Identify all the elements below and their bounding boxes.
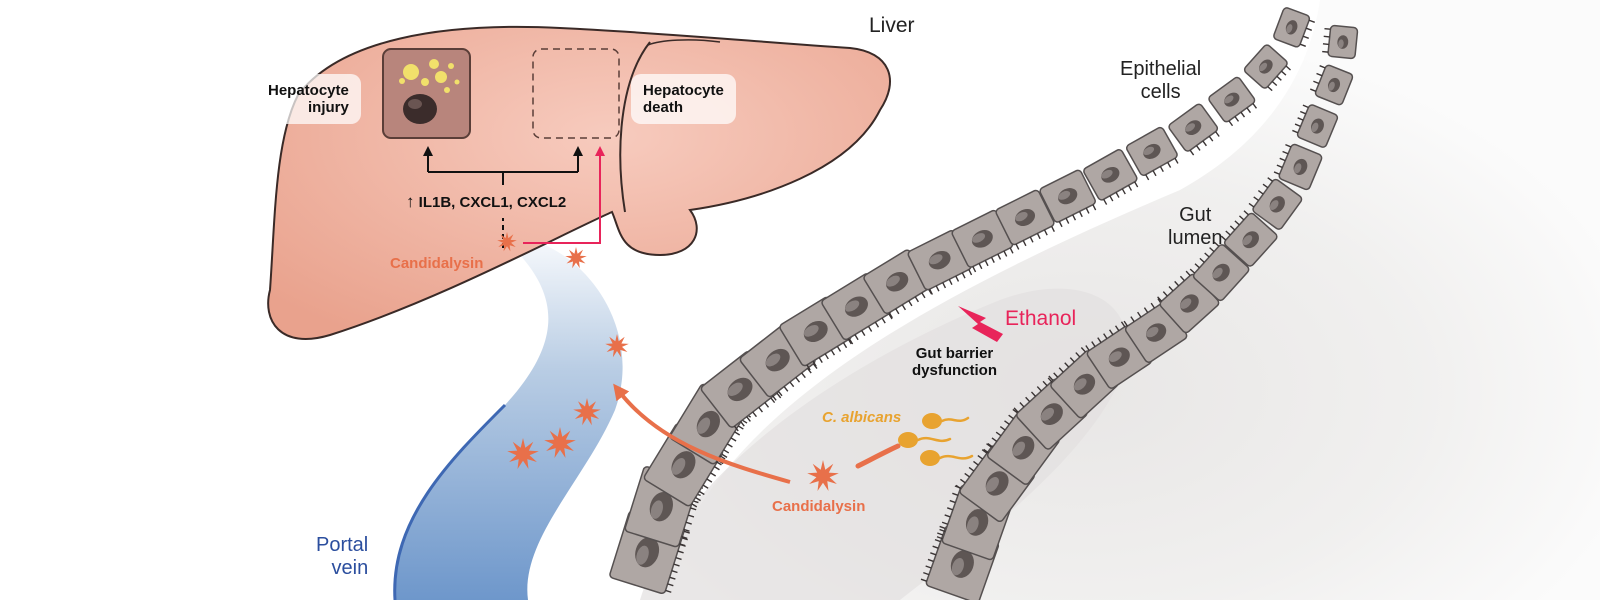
candidalysin-molecules bbox=[497, 232, 839, 491]
epithelial-cell bbox=[1292, 104, 1339, 148]
candidalysin-liver-label: Candidalysin bbox=[390, 255, 484, 272]
liver-lobe-line bbox=[619, 41, 651, 213]
portal-vein-label: Portal vein bbox=[316, 534, 368, 580]
epithelial-cell bbox=[1248, 177, 1303, 230]
c-albicans-label: C. albicans bbox=[822, 409, 902, 426]
epithelial-cells-line2: cells bbox=[1140, 81, 1181, 103]
hepatocyte-injury-cell bbox=[382, 48, 471, 139]
candidalysin-translocation-arrow bbox=[613, 383, 791, 484]
gut-lumen-label: Gut lumen bbox=[1168, 204, 1222, 250]
epithelial-cells-outer bbox=[609, 7, 1315, 595]
gut-lumen-shadow bbox=[640, 288, 1128, 600]
epithelial-cell bbox=[1189, 241, 1250, 302]
epithelial-cell bbox=[1039, 169, 1097, 228]
portal-vein-wall bbox=[393, 403, 507, 600]
portal-vein-line2: vein bbox=[331, 557, 369, 579]
epithelial-cell bbox=[907, 230, 973, 295]
gut-lumen-line1: Gut bbox=[1179, 204, 1212, 226]
ethanol-label: Ethanol bbox=[1005, 307, 1077, 330]
epithelial-cell bbox=[1208, 76, 1258, 127]
ethanol-lightning-icon bbox=[958, 306, 1003, 342]
epithelial-cell bbox=[1083, 149, 1139, 205]
candidalysin-release-line bbox=[855, 443, 901, 469]
gut-lumen-line2: lumen bbox=[1168, 227, 1223, 249]
epithelial-cell bbox=[1157, 270, 1220, 334]
gut-barrier-line2: dysfunction bbox=[912, 362, 997, 380]
hepatocyte-death-line1: Hepatocyte bbox=[643, 82, 724, 99]
candidalysin-gut-label: Candidalysin bbox=[772, 498, 866, 515]
epithelial-cell bbox=[1322, 24, 1359, 60]
candidalysin-star-icon bbox=[544, 427, 576, 458]
candidalysin-star-icon bbox=[507, 438, 539, 469]
cytokines-label: ↑ IL1B, CXCL1, CXCL2 bbox=[406, 192, 566, 212]
epithelial-cell bbox=[951, 209, 1014, 273]
hepatocyte-death-arrow bbox=[523, 146, 605, 244]
hepatocyte-injury-label: Hepatocyte injury bbox=[256, 74, 361, 124]
hepatocyte-injury-line1: Hepatocyte bbox=[268, 82, 349, 99]
epithelial-cell bbox=[1310, 64, 1354, 106]
cytokines-up-arrow: ↑ bbox=[406, 192, 415, 211]
candidalysin-star-icon bbox=[807, 460, 839, 491]
epithelial-cell bbox=[995, 189, 1055, 250]
liver-lobe-line-2 bbox=[647, 39, 721, 46]
candidalysin-star-icon bbox=[605, 334, 629, 358]
epithelial-cell bbox=[1273, 7, 1315, 48]
epithelial-cell bbox=[1220, 210, 1278, 267]
candidalysin-star-icon bbox=[497, 232, 517, 252]
epithelial-cell bbox=[1168, 103, 1220, 156]
gut-barrier-line1: Gut barrier bbox=[915, 345, 994, 362]
hepatocyte-death-label: Hepatocyte death bbox=[631, 74, 736, 124]
epithelial-cells-inner bbox=[920, 24, 1359, 600]
epithelial-cells-line1: Epithelial bbox=[1120, 58, 1202, 80]
candidalysin-star-icon bbox=[573, 398, 601, 426]
cytokines-text: IL1B, CXCL1, CXCL2 bbox=[418, 194, 567, 211]
candidalysin-star-icon bbox=[565, 247, 587, 269]
hepatocyte-injury-line2: injury bbox=[308, 99, 349, 116]
epithelial-cell bbox=[1125, 126, 1179, 181]
gut-barrier-label: Gut barrier dysfunction bbox=[912, 345, 997, 380]
epithelial-cell bbox=[1243, 44, 1291, 92]
c-albicans-icon bbox=[898, 413, 974, 466]
hepatocyte-death-line2: death bbox=[643, 99, 684, 116]
portal-vein-line1: Portal bbox=[316, 534, 369, 556]
epithelial-cell bbox=[1273, 143, 1323, 191]
lipid-droplets bbox=[399, 59, 460, 93]
epithelial-cells-label: Epithelial cells bbox=[1120, 58, 1201, 104]
portal-vein bbox=[394, 245, 623, 600]
liver-label: Liver bbox=[869, 14, 915, 37]
